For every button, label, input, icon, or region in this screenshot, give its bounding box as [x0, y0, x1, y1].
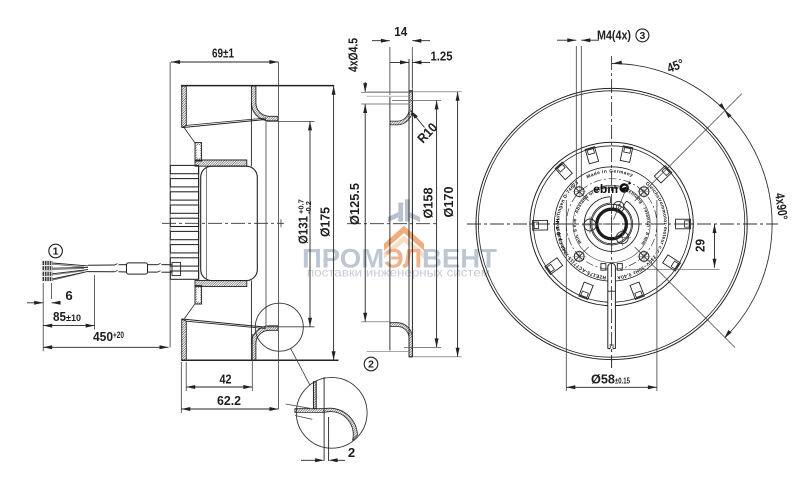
svg-text:Ø170: Ø170	[441, 187, 456, 218]
svg-text:2: 2	[348, 445, 355, 460]
svg-text:2: 2	[368, 359, 374, 371]
svg-text:69±1: 69±1	[212, 46, 234, 61]
svg-text:ПРОМЭЛВЕНТ: ПРОМЭЛВЕНТ	[302, 244, 498, 274]
svg-text:4x90°: 4x90°	[772, 192, 791, 221]
svg-text:42: 42	[220, 372, 232, 387]
svg-text:4xØ4.5: 4xØ4.5	[346, 38, 361, 72]
svg-text:Ø131: Ø131	[296, 216, 311, 244]
svg-text:1: 1	[53, 246, 59, 258]
svg-text:45°: 45°	[665, 56, 686, 76]
svg-text:14: 14	[394, 24, 408, 39]
svg-text:3: 3	[639, 30, 645, 42]
svg-text:62.2: 62.2	[217, 393, 241, 408]
svg-text:Ø125.5: Ø125.5	[347, 183, 362, 225]
svg-text:-0.2: -0.2	[304, 201, 313, 214]
svg-text:6: 6	[65, 288, 72, 303]
svg-text:450+20: 450+20	[93, 329, 124, 344]
svg-text:85±10: 85±10	[53, 309, 81, 324]
svg-text:Gleichstrommotor·moteur c.c. 2: Gleichstrommotor·moteur c.c. 230V~50Hz 0…	[0, 0, 668, 281]
svg-text:+0.7: +0.7	[297, 199, 306, 214]
svg-text:Ø175: Ø175	[318, 207, 333, 237]
svg-text:29: 29	[693, 239, 708, 252]
svg-text:M4(4x): M4(4x)	[597, 28, 631, 43]
svg-text:Ø158: Ø158	[421, 188, 436, 219]
svg-text:поставки инженерных систем: поставки инженерных систем	[307, 267, 490, 280]
svg-text:1.25: 1.25	[431, 49, 453, 64]
svg-text:ebm: ebm	[593, 182, 618, 196]
svg-text:Ø58±0.15: Ø58±0.15	[591, 372, 630, 387]
